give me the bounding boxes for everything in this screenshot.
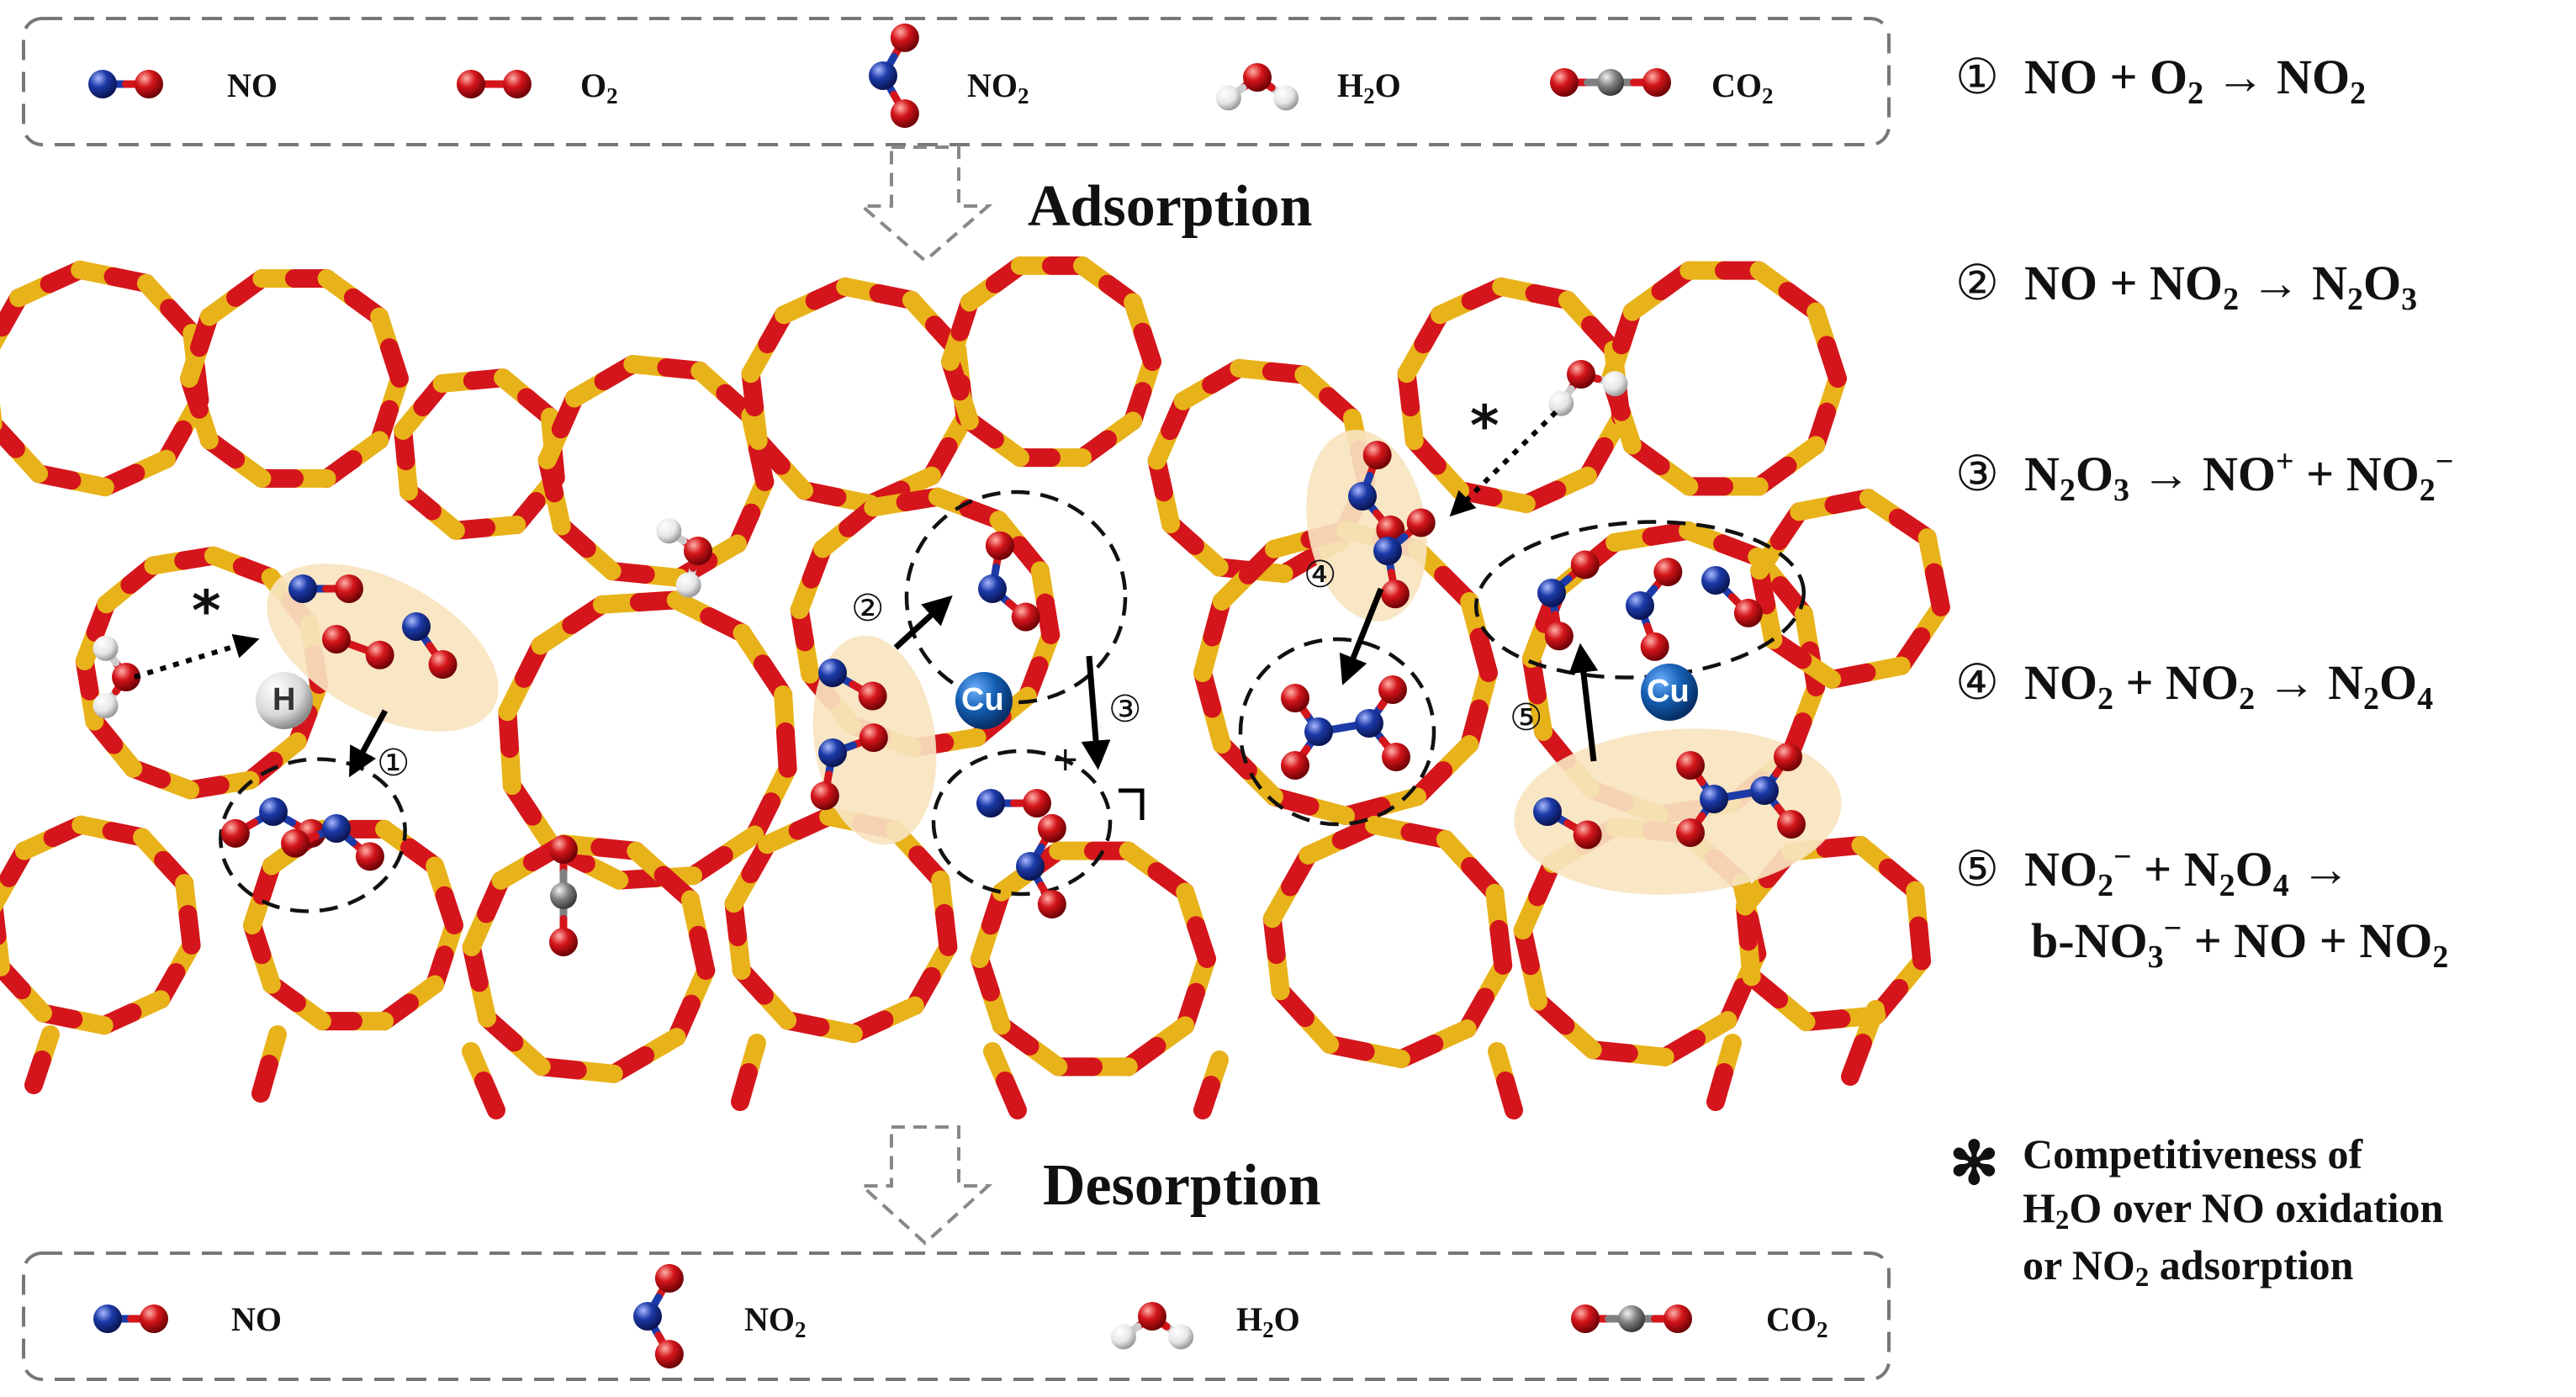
note-line-1: Competitiveness of [2023, 1130, 2363, 1177]
h-label: H [272, 682, 296, 717]
reaction-equation-4: NO2 + NO2 → N2O4 [2024, 655, 2434, 717]
step-marker-4: ④ [1304, 553, 1337, 596]
legend-top-label-4: CO2 [1711, 66, 1774, 108]
highlight-regions [267, 430, 1842, 895]
step-marker-1: ① [377, 742, 410, 785]
reaction-number-3: ③ [1955, 445, 1999, 502]
competition-arrows [134, 410, 1558, 680]
plus-charge: + [1051, 740, 1080, 779]
legend-bottom-label-1: NO2 [744, 1300, 807, 1342]
note-symbol: ✻ [1949, 1132, 1999, 1197]
step-marker-3: ③ [1108, 688, 1142, 731]
legend-bottom-label-3: CO2 [1766, 1300, 1828, 1342]
cu-site-1 [955, 672, 1013, 729]
legend-top-label-1: O2 [580, 66, 618, 108]
step-marker-5: ⑤ [1510, 696, 1543, 739]
cu-site-2 [1641, 664, 1698, 721]
reaction-number-2: ② [1955, 254, 1999, 311]
cu-label-1: Cu [961, 682, 1004, 717]
note-line-3: or NO2 adsorption [2023, 1241, 2354, 1294]
legend-bottom-box [22, 1251, 1891, 1381]
asterisk-2: * [1470, 394, 1500, 458]
desorption-arrow [857, 1125, 993, 1246]
reaction-5: ⑤ NO2− + N2O4 → [1955, 841, 2350, 902]
legend-bottom-label-2: H2O [1236, 1300, 1300, 1342]
reaction-number-1: ① [1955, 48, 1999, 105]
reaction-equation-3: N2O3 → NO+ + NO2− [2024, 444, 2454, 508]
reaction-number-5: ⑤ [1955, 840, 1999, 897]
step-marker-2: ② [851, 587, 885, 630]
legend-bottom-label-0: NO [231, 1300, 282, 1338]
reaction-equation-5: NO2− + N2O4 → [2024, 839, 2351, 903]
legend-top-box [22, 17, 1891, 146]
legend-top-label-0: NO [227, 66, 278, 104]
cu-label-2: Cu [1647, 674, 1690, 709]
adsorption-arrow [857, 146, 993, 263]
reaction-equation-2: NO + NO2 → N2O3 [2024, 256, 2418, 317]
cluster-outlines [219, 489, 1806, 913]
competitiveness-note: Competitiveness of H2O over NO oxidation… [2023, 1127, 2443, 1295]
legend-top-label-2: NO2 [967, 66, 1029, 108]
reaction-equation-1: NO + O2 → NO2 [2024, 50, 2367, 111]
h-site [256, 672, 313, 729]
desorption-label: Desorption [1043, 1153, 1321, 1218]
reaction-5-line-2: b-NO3− + NO + NO2 [2031, 911, 2449, 975]
note-line-2: H2O over NO oxidation [2023, 1184, 2444, 1236]
reaction-number-4: ④ [1955, 654, 1999, 711]
asterisk-1: * [192, 579, 221, 643]
legend-top-label-3: H2O [1337, 66, 1401, 108]
adsorbed-molecules [88, 23, 1806, 1369]
reaction-arrows [348, 587, 1599, 778]
charge-bracket [1119, 788, 1145, 820]
reaction-3: ③ N2O3 → NO+ + NO2− [1955, 446, 2453, 506]
adsorption-label: Adsorption [1028, 174, 1313, 239]
